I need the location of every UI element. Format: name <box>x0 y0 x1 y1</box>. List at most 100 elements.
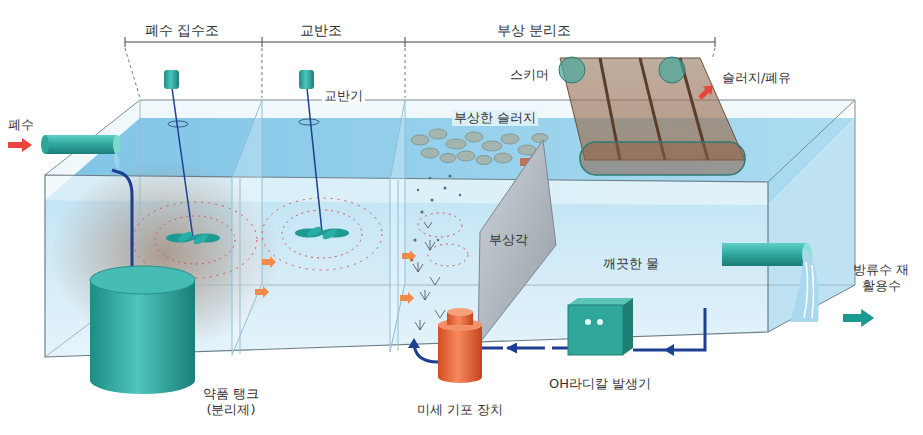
flow-arrow <box>255 286 269 298</box>
sludge <box>476 156 492 165</box>
inlet-arrow <box>8 138 32 152</box>
flow-arrow <box>262 256 276 268</box>
bracket-tick <box>262 37 263 47</box>
part-label: 스키머 <box>508 67 551 83</box>
guide-line <box>712 48 715 60</box>
mixer-blade <box>166 230 220 247</box>
flow-arrow <box>400 292 414 304</box>
sludge <box>429 129 447 139</box>
tank-edge <box>768 100 855 182</box>
bubble-device-node: 미세 기포 장치 <box>413 310 507 418</box>
sludge <box>501 134 519 144</box>
blade <box>321 227 338 241</box>
guide-line <box>405 48 406 98</box>
part-label: 부상각 <box>489 232 528 248</box>
chemical-tank-top <box>90 266 195 294</box>
sludge <box>440 154 456 163</box>
water-side <box>768 118 855 332</box>
outlet-pipe <box>722 243 807 266</box>
bubbles <box>411 175 461 262</box>
outlet-arrow <box>843 309 874 327</box>
section-header: 부상 분리조 <box>497 22 571 40</box>
bubble <box>414 239 417 242</box>
blade <box>306 225 323 239</box>
part-label: 부상한 슬러지 <box>452 110 538 126</box>
inlet-pipe-end <box>41 135 49 154</box>
surface-ripple <box>299 119 319 125</box>
chemical-tank-node: 약품 탱크 (분리제) <box>85 258 263 418</box>
pipe-arrow <box>664 344 674 356</box>
bubble <box>431 199 434 202</box>
flotation-plate <box>478 140 556 345</box>
sludge <box>494 153 512 163</box>
sludge <box>532 134 548 143</box>
chemical-tank-body <box>90 280 195 380</box>
inlet-label: 폐수 <box>8 117 34 133</box>
generator-front <box>568 305 623 355</box>
section-header: 교반조 <box>300 22 342 40</box>
skimmer-roller <box>659 57 685 83</box>
sludge <box>421 148 439 158</box>
bubble-device-bottom <box>438 371 482 383</box>
inlet-splash <box>114 152 119 170</box>
bubble-device-body <box>438 325 482 377</box>
mixer-shaft <box>307 88 322 232</box>
generator-lamp <box>585 319 591 325</box>
bubble <box>437 239 439 241</box>
generator-top <box>568 298 633 305</box>
sludge <box>465 132 483 142</box>
node-text: 미세 기포 장치 <box>417 402 503 418</box>
recirculation-pipe <box>482 347 503 350</box>
tank-edge <box>140 100 855 101</box>
inlet-pipe <box>45 135 117 154</box>
bubble <box>449 175 452 178</box>
bubble <box>429 177 431 179</box>
bracket-tick <box>125 37 126 47</box>
flow-arrow <box>402 250 416 262</box>
pipe-connector <box>507 347 545 350</box>
bubble <box>411 259 413 261</box>
partition-edge <box>398 180 399 351</box>
generator-side <box>623 298 633 355</box>
bracket-tick <box>715 37 716 47</box>
tank-edge <box>855 100 856 285</box>
node-text: 약품 탱크 (분리제) <box>199 386 263 419</box>
recirculation-pipe <box>552 347 568 350</box>
mixer-shaft <box>172 88 193 238</box>
chemical-pipe <box>112 170 132 278</box>
blade <box>177 230 194 244</box>
bubble <box>459 194 461 196</box>
swirl-line <box>262 198 382 270</box>
mixer-motor <box>164 70 179 89</box>
outflow-water <box>790 248 819 322</box>
sludge <box>446 139 466 149</box>
sludge-cluster <box>411 129 548 165</box>
bracket-line <box>125 42 715 43</box>
generator-lamp <box>597 319 603 325</box>
pipe-arrow <box>408 338 420 348</box>
part-label: 교반기 <box>322 88 365 104</box>
bubble <box>421 211 424 214</box>
mixer-blade <box>295 225 349 242</box>
blade <box>192 232 209 246</box>
bubble-plume <box>413 222 445 330</box>
bubble <box>444 187 447 190</box>
sludge <box>482 141 502 151</box>
skimmer-roller-front <box>580 142 745 175</box>
swirl-line <box>428 244 468 266</box>
guide-line <box>262 48 263 98</box>
inlet-pipe-end <box>113 135 121 154</box>
swirl-line <box>418 213 462 237</box>
outlet-label: 방류수 재활용수 <box>850 262 912 295</box>
partition-edge <box>240 178 241 354</box>
part-label: 깨끗한 물 <box>603 256 659 272</box>
part-label: 슬러지/폐유 <box>720 70 793 86</box>
outflow-streak <box>804 262 814 318</box>
generator-node: OH라디칼 발생기 <box>545 296 655 392</box>
chemical-tank-bottom <box>90 366 195 394</box>
mixer-motor <box>299 70 314 89</box>
bubble-device-head-top <box>447 308 473 316</box>
tank-edge <box>45 100 140 175</box>
partition-wall <box>390 100 405 352</box>
